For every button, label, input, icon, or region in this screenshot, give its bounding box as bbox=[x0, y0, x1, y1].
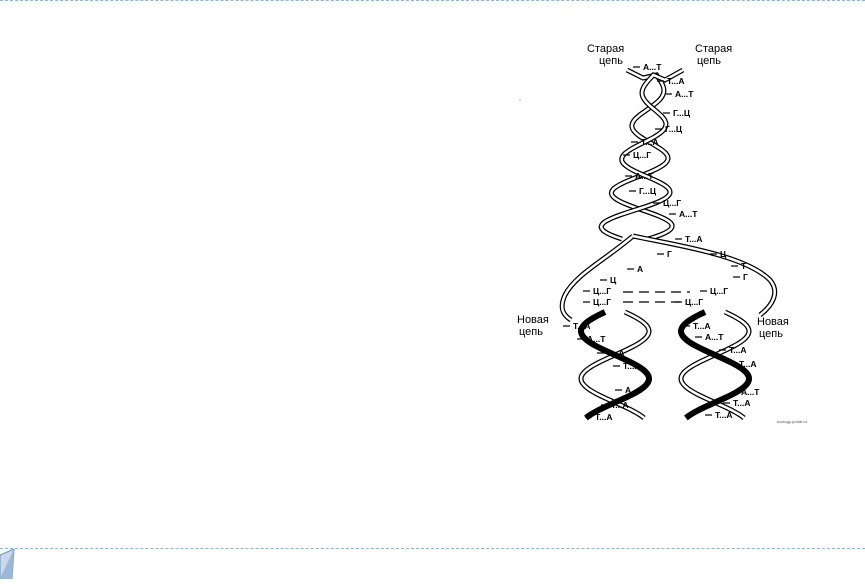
new-strand-right-label-1: Новая bbox=[757, 316, 789, 328]
base-pair-daughter-right: А...Т bbox=[705, 332, 724, 342]
base-pair-parent: Г...Ц bbox=[673, 108, 691, 118]
base-pair-daughter-right: А...Т bbox=[741, 387, 760, 397]
old-strand-right-label-2: цепь bbox=[697, 55, 721, 67]
new-strand-left-label-1: Новая bbox=[517, 314, 549, 326]
base-pair-daughter-right: Т...А bbox=[729, 345, 746, 355]
daughter-right-new-strand bbox=[677, 309, 753, 421]
unpaired-base-left: А bbox=[637, 264, 643, 274]
base-pair-fork-left: Ц...Г bbox=[593, 297, 611, 307]
base-pair-daughter-right: Т...А bbox=[739, 359, 756, 369]
daughter-right-old-strand-inner bbox=[679, 310, 751, 419]
old-strand-left-inner bbox=[610, 68, 674, 241]
watermark-text: ecology-portal.ru bbox=[777, 419, 807, 424]
base-pair-parent: А...Т bbox=[635, 171, 654, 181]
base-pair-daughter-left: Т...А bbox=[623, 361, 640, 371]
base-pair-parent: Ц...Г bbox=[663, 198, 681, 208]
base-pair-parent: А...Т bbox=[643, 62, 662, 72]
base-pair-parent: Т...А bbox=[641, 137, 658, 147]
base-pair-daughter-right: Т...А bbox=[733, 398, 750, 408]
bottom-dashed-border bbox=[0, 548, 865, 549]
base-pair-daughter-left: А...Т bbox=[587, 334, 606, 344]
base-pair-fork-right: Ц...Г bbox=[710, 286, 728, 296]
old-strand-right-label-1: Старая bbox=[695, 43, 732, 55]
new-strand-left-label-2: цепь bbox=[519, 326, 543, 338]
old-strand-left-label-1: Старая bbox=[587, 43, 624, 55]
base-pair-parent: Г...Ц bbox=[639, 186, 657, 196]
base-pair-daughter-left: Т...А bbox=[573, 321, 590, 331]
base-pair-fork-center: Т...А bbox=[685, 234, 702, 244]
unpaired-base-right: Т bbox=[741, 261, 747, 271]
base-pair-parent: Г...Ц bbox=[665, 124, 683, 134]
daughter-left-new-strand bbox=[577, 309, 653, 421]
slide-corner-icon bbox=[0, 548, 34, 580]
base-pair-daughter-left: А...Т bbox=[625, 385, 644, 395]
base-pair-daughter-left: Т...А bbox=[607, 348, 624, 358]
unpaired-base-right: Ц bbox=[720, 249, 727, 259]
old-strand-left-label-2: цепь bbox=[599, 55, 623, 67]
speck bbox=[519, 99, 521, 101]
base-pair-daughter-right: Т...А bbox=[715, 410, 732, 420]
base-pair-parent: А...Т bbox=[675, 89, 694, 99]
fork-right-old-inner bbox=[632, 234, 776, 316]
base-pair-daughter-left: Т...А bbox=[595, 412, 612, 422]
base-pair-daughter-left: Т...А bbox=[611, 400, 628, 410]
base-pairs: А...ТТ...АА...ТГ...ЦГ...ЦТ...АЦ...ГА...Т… bbox=[519, 62, 760, 422]
fork-left-old-inner bbox=[560, 235, 634, 322]
base-pair-parent: А...Т bbox=[679, 209, 698, 219]
fork-left-old-outer bbox=[559, 234, 635, 323]
top-dashed-border bbox=[0, 0, 865, 1]
helix-strands bbox=[559, 67, 778, 421]
daughter-left-old-strand-inner bbox=[579, 310, 651, 419]
base-pair-parent: Ц...Г bbox=[633, 150, 651, 160]
unpaired-base-left: Г bbox=[667, 249, 672, 259]
base-pair-fork-right: Ц...Г bbox=[685, 297, 703, 307]
base-pair-daughter-right: Т...А bbox=[693, 321, 710, 331]
dna-diagram-svg: А...ТТ...АА...ТГ...ЦГ...ЦТ...АЦ...ГА...Т… bbox=[517, 43, 807, 424]
base-pair-parent: Т...А bbox=[667, 76, 684, 86]
fork-right-old-outer bbox=[632, 233, 778, 317]
unpaired-base-left: Ц bbox=[610, 275, 617, 285]
base-pair-fork-left: Ц...Г bbox=[593, 286, 611, 296]
new-strand-right-label-2: цепь bbox=[759, 328, 783, 340]
unpaired-base-right: Г bbox=[743, 272, 748, 282]
